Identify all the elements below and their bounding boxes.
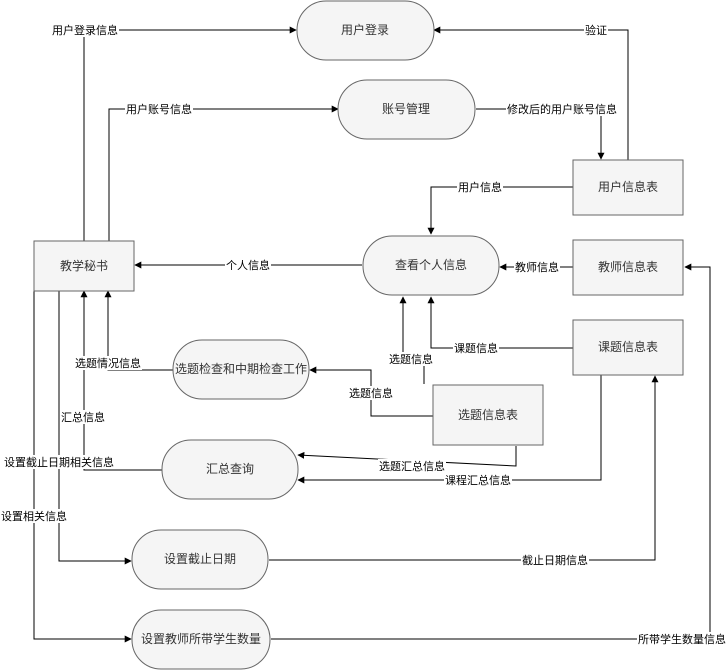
label-user-account-info: 用户账号信息 — [126, 102, 192, 116]
store-teacher-info-table-label: 教师信息表 — [598, 259, 658, 274]
label-user-info: 用户信息 — [458, 180, 502, 194]
entity-teaching-secretary[interactable]: 教学秘书 — [33, 240, 135, 292]
label-personal-info: 个人信息 — [226, 258, 270, 272]
flow-course-summary-info — [297, 375, 602, 484]
label-verify: 验证 — [585, 23, 607, 37]
label-summary-info: 汇总信息 — [61, 410, 105, 424]
label-set-related-info: 设置相关信息 — [1, 509, 67, 523]
flow-topic-selection-info-a — [399, 296, 425, 384]
flow-set-related-info — [33, 291, 132, 643]
process-view-personal-info-label: 查看个人信息 — [395, 257, 467, 272]
label-set-deadline-related-info: 设置截止日期相关信息 — [4, 455, 114, 469]
label-topic-selection-info-a: 选题信息 — [389, 352, 433, 366]
process-topic-and-midterm-check-label: 选题检查和中期检查工作 — [175, 361, 307, 376]
flow-student-count-info — [271, 263, 711, 640]
flow-label-background — [348, 386, 394, 400]
process-set-deadline[interactable]: 设置截止日期 — [131, 529, 269, 590]
process-set-teacher-student-count-label: 设置教师所带学生数量 — [141, 631, 261, 646]
entity-teaching-secretary-label: 教学秘书 — [60, 258, 108, 273]
flow-user-info — [427, 186, 573, 235]
flow-label-background — [514, 260, 560, 274]
flow-lines — [33, 26, 711, 643]
flow-label-background — [444, 473, 512, 487]
flow-label-background — [637, 632, 727, 646]
flow-label-background — [584, 23, 608, 37]
process-account-management-label: 账号管理 — [382, 101, 430, 116]
store-user-info-table[interactable]: 用户信息表 — [572, 159, 684, 216]
label-topic-selection-summary-info: 选题汇总信息 — [379, 459, 445, 473]
label-course-info: 课题信息 — [454, 341, 498, 355]
process-user-login[interactable]: 用户登录 — [296, 0, 435, 61]
store-user-info-table-label: 用户信息表 — [598, 179, 658, 194]
flow-label-background — [0, 509, 68, 523]
label-modified-user-account-info: 修改后的用户账号信息 — [507, 102, 617, 116]
flow-label-background — [388, 352, 434, 366]
flow-labels: 用户登录信息 验证 用户账号信息 修改后的用户账号信息 用户信息 个人信息 教师… — [0, 23, 727, 646]
flow-label-background — [74, 356, 142, 370]
flow-deadline-info — [269, 375, 659, 561]
flow-user-account-info — [108, 105, 339, 241]
flow-label-background — [457, 180, 503, 194]
flow-label-background — [60, 410, 106, 424]
flow-topic-selection-summary-info — [297, 446, 517, 467]
flow-verify — [433, 26, 629, 160]
flow-label-background — [521, 553, 589, 567]
flow-modified-user-account-info — [476, 108, 605, 160]
flow-course-info — [427, 296, 573, 349]
label-deadline-info: 截止日期信息 — [522, 553, 588, 567]
process-user-login-label: 用户登录 — [341, 22, 389, 37]
flow-set-deadline-related-info — [58, 291, 132, 565]
flow-label-background — [51, 23, 119, 37]
process-summary-query[interactable]: 汇总查询 — [161, 439, 299, 500]
label-user-login-info: 用户登录信息 — [52, 23, 118, 37]
process-view-personal-info[interactable]: 查看个人信息 — [362, 235, 500, 296]
label-topic-selection-status-info: 选题情况信息 — [75, 356, 141, 370]
process-set-teacher-student-count[interactable]: 设置教师所带学生数量 — [131, 609, 271, 670]
store-course-info-table[interactable]: 课题信息表 — [572, 319, 684, 376]
flow-label-background — [125, 102, 193, 116]
store-teacher-info-table[interactable]: 教师信息表 — [572, 239, 684, 296]
store-course-info-table-label: 课题信息表 — [598, 339, 658, 354]
flow-label-background — [225, 258, 271, 272]
process-summary-query-label: 汇总查询 — [206, 462, 254, 476]
flow-label-background — [3, 455, 115, 469]
label-course-summary-info: 课程汇总信息 — [445, 473, 511, 487]
process-account-management[interactable]: 账号管理 — [337, 79, 476, 140]
flow-summary-info — [80, 290, 162, 471]
process-topic-and-midterm-check[interactable]: 选题检查和中期检查工作 — [172, 339, 310, 400]
flow-label-background — [506, 102, 618, 116]
store-topic-selection-info-table-label: 选题信息表 — [458, 407, 518, 422]
label-teacher-info: 教师信息 — [515, 260, 559, 274]
flow-label-background — [378, 459, 446, 473]
flow-label-background — [453, 341, 499, 355]
flow-user-login-info — [83, 26, 297, 241]
store-topic-selection-info-table[interactable]: 选题信息表 — [432, 384, 544, 446]
label-topic-selection-info-b: 选题信息 — [349, 386, 393, 400]
label-student-count-info: 所带学生数量信息 — [638, 632, 726, 646]
process-set-deadline-label: 设置截止日期 — [164, 552, 236, 566]
